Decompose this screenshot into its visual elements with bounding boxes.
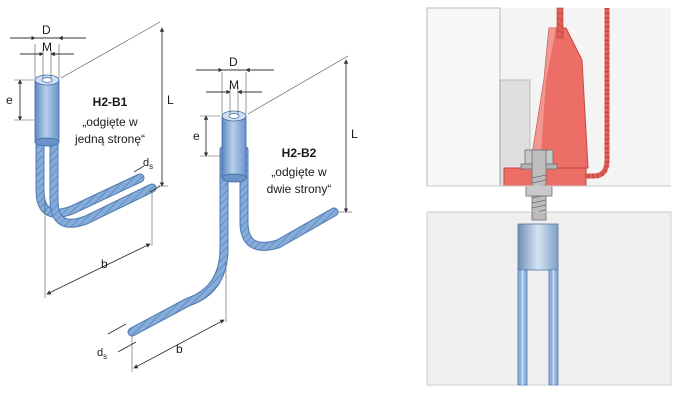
h2b2-desc-line1: „odgięte w <box>271 165 327 179</box>
connection-section <box>426 7 672 386</box>
anchor-rebar-2 <box>586 8 610 179</box>
h2b2-title: H2-B2 <box>282 146 317 160</box>
dim-label-L-b2: L <box>351 127 358 141</box>
h2b1-sleeve <box>34 79 60 143</box>
anchor-rebar-1 <box>556 7 564 39</box>
dim-label-M-b2: M <box>229 78 239 92</box>
h2b2-anchor <box>127 110 339 337</box>
h2b1-dimensions <box>10 21 168 298</box>
threaded-bolt <box>531 149 547 221</box>
dim-label-D-b2: D <box>229 55 238 69</box>
dim-label-e-b1: e <box>6 93 13 107</box>
dim-label-ds-b1: ds <box>143 157 153 171</box>
h2b1-title: H2-B1 <box>93 95 128 109</box>
h2b1-anchor <box>34 74 157 228</box>
dim-label-e-b2: e <box>193 129 200 143</box>
column-left <box>426 7 501 187</box>
dim-label-ds-b2: ds <box>97 347 107 361</box>
h2b1-desc-line2: jedną stronę“ <box>74 132 145 146</box>
dim-label-b-b2: b <box>176 342 183 356</box>
dim-label-b-b1: b <box>101 257 108 271</box>
h2b2-dimensions <box>107 55 352 372</box>
dim-label-M-b1: M <box>42 40 52 54</box>
dim-label-D-b1: D <box>42 23 51 37</box>
anchor-sleeve <box>517 223 559 271</box>
lower-nut <box>525 185 553 197</box>
dim-label-L-b1: L <box>167 93 174 107</box>
left-labels: D M e L ds b H2-B1 „odgięte w jedną stro… <box>6 23 358 361</box>
h2b2-sleeve <box>221 115 247 179</box>
h2b2-desc-line2: dwie strony“ <box>267 182 332 196</box>
h2b1-desc-line1: „odgięte w <box>82 115 138 129</box>
